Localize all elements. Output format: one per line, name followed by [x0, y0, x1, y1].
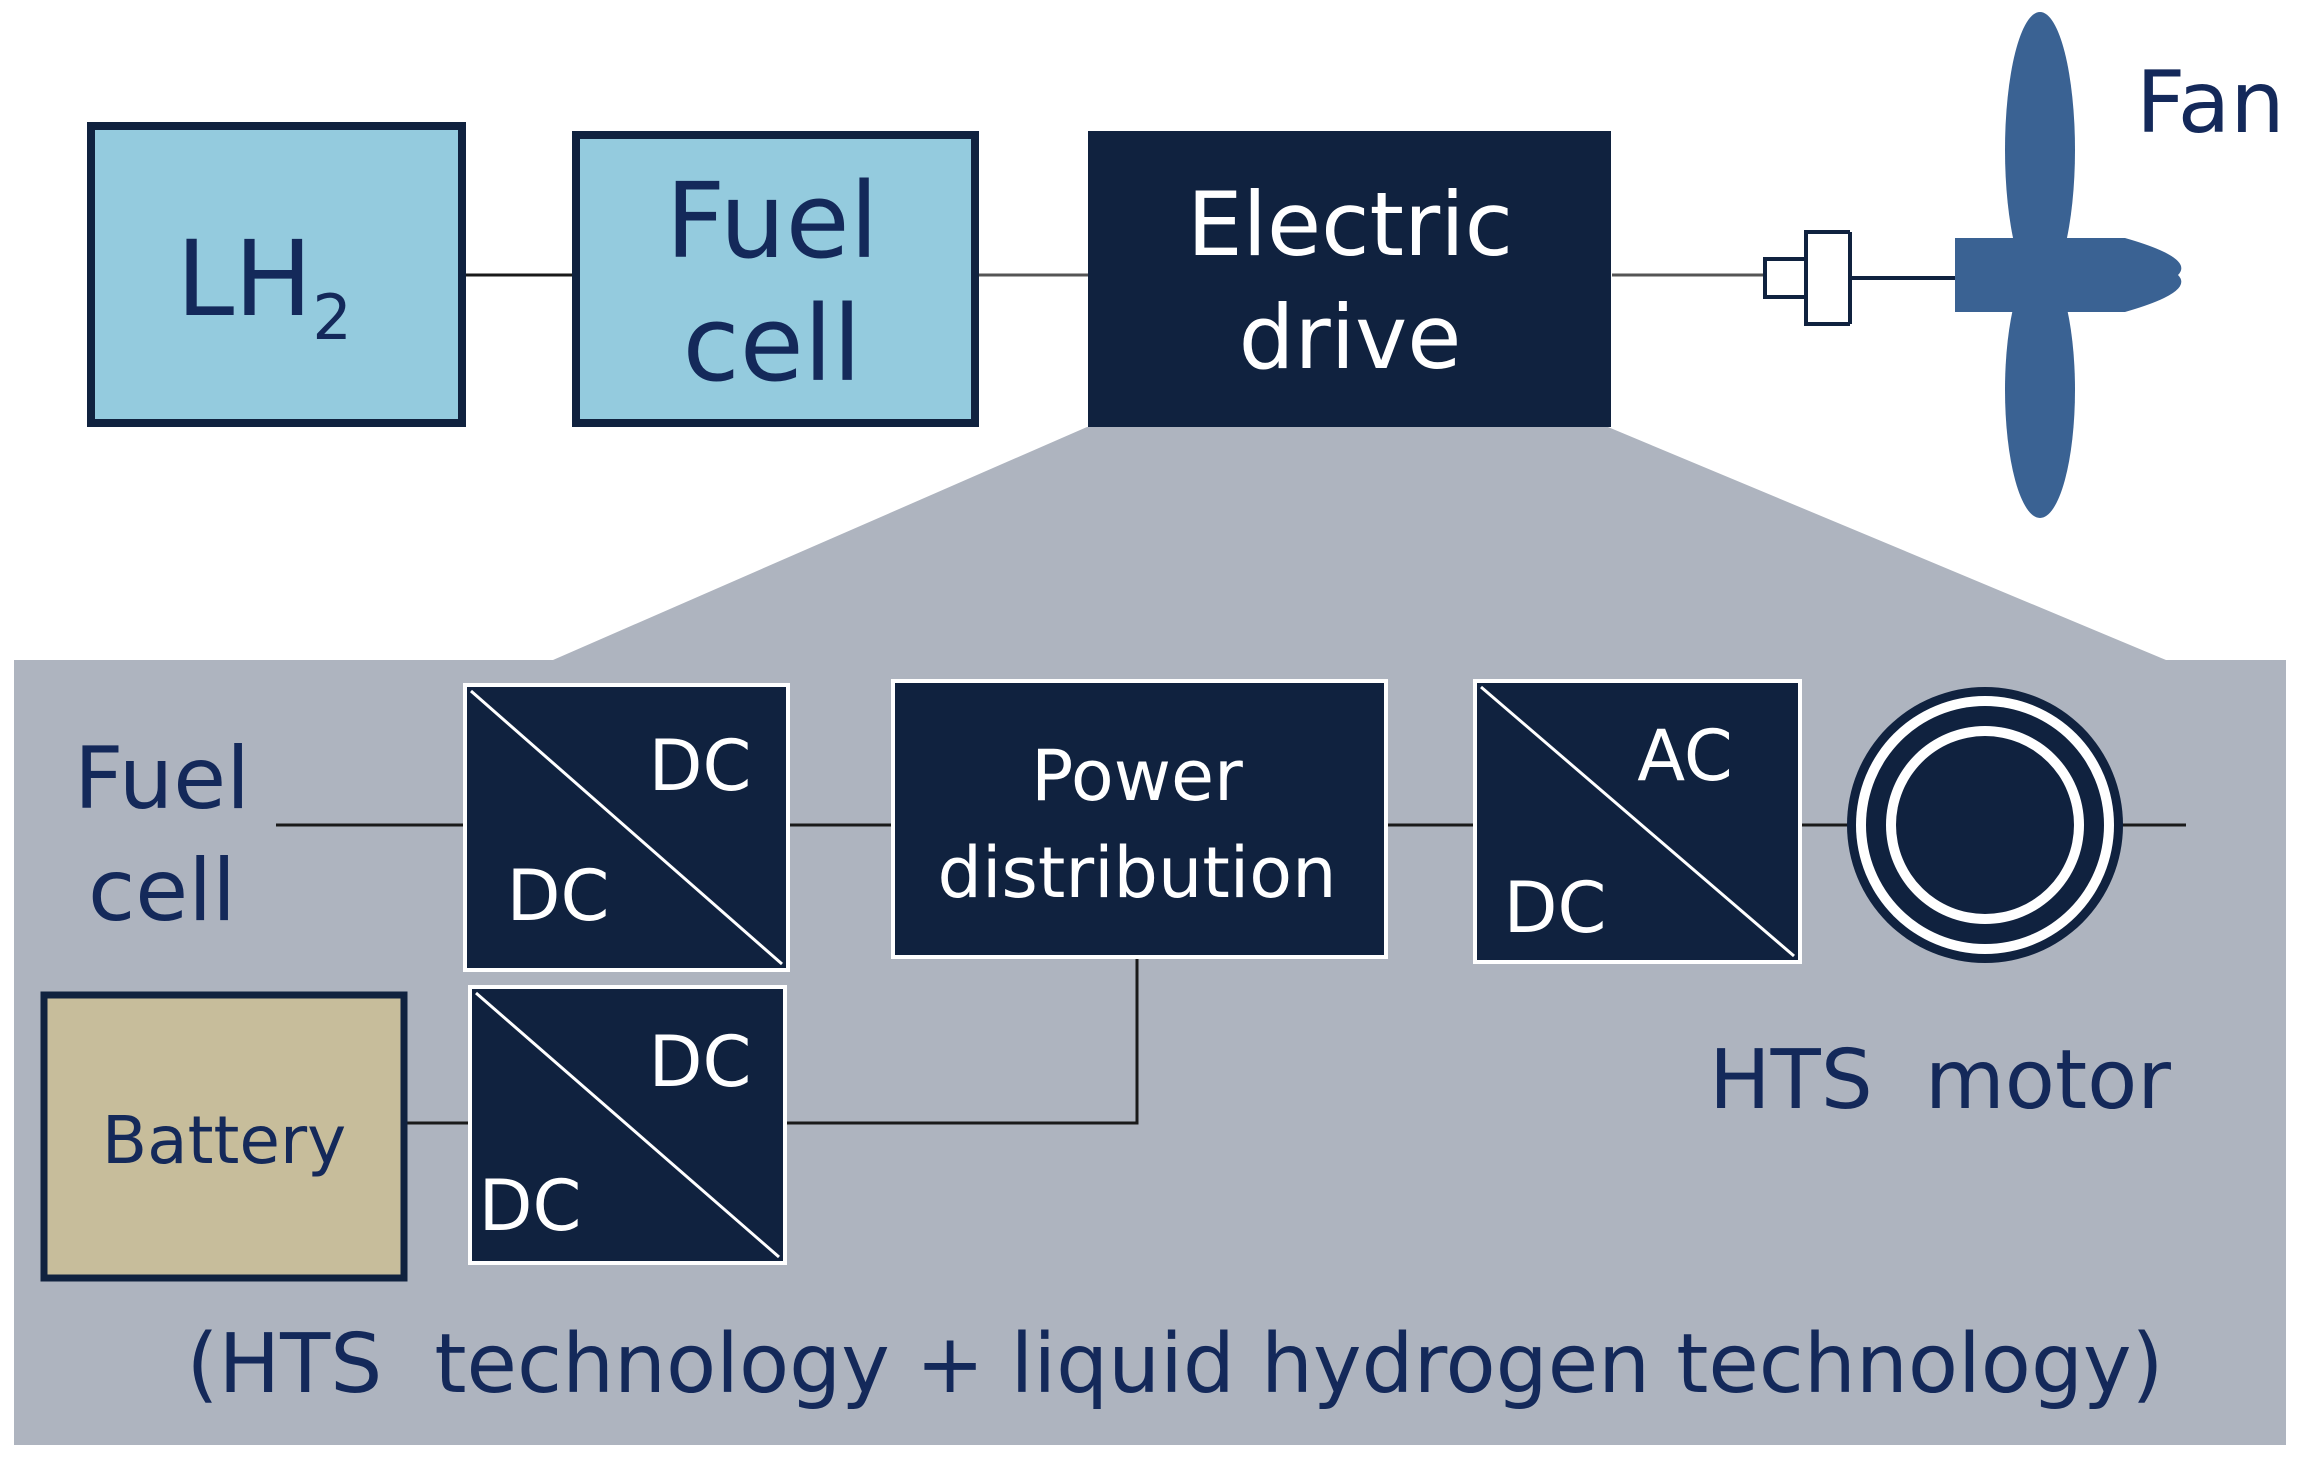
battery-box	[40, 991, 408, 1282]
fuel-cell-box	[572, 131, 979, 427]
dcac-bottom-label: DC	[1504, 867, 1607, 949]
battery-label: Battery	[102, 1102, 346, 1179]
lh2-subscript: 2	[312, 281, 351, 354]
fan-label: Fan	[2136, 53, 2285, 153]
dcac-inverter: AC DC	[1473, 679, 1802, 964]
electric-drive-line2: drive	[1239, 286, 1462, 389]
dcac-top-label: AC	[1637, 715, 1733, 797]
lh2-label: LH2	[176, 218, 352, 354]
lh2-main: LH	[176, 218, 312, 340]
electric-drive-box	[1088, 131, 1611, 427]
technology-caption: (HTS technology + liquid hydrogen techno…	[186, 1317, 2163, 1412]
gearbox-icon	[1763, 230, 1958, 326]
wire-dcdc-battery-powerdist	[785, 957, 1139, 1125]
dcdc-converter-fuelcell: DC DC	[463, 683, 790, 972]
power-distribution-line2: distribution	[938, 832, 1337, 914]
power-distribution-box	[891, 679, 1388, 959]
fuel-cell-line2: cell	[683, 283, 862, 405]
dcdc-fuel-bottom-label: DC	[507, 855, 610, 937]
fan-icon	[1955, 12, 2182, 518]
fuel-cell-line1: Fuel	[666, 160, 879, 282]
hts-motor-icon	[1847, 687, 2123, 963]
hts-motor-label: HTS motor	[1709, 1033, 2171, 1128]
dcdc-fuel-top-label: DC	[649, 725, 752, 807]
lh2-box	[87, 122, 466, 427]
dcdc-battery-bottom-label: DC	[479, 1165, 582, 1247]
dcdc-battery-top-label: DC	[649, 1021, 752, 1103]
electric-drive-line1: Electric	[1187, 173, 1513, 276]
detail-fuel-cell-line2: cell	[88, 841, 236, 941]
dcdc-converter-battery: DC DC	[468, 985, 787, 1265]
power-distribution-line1: Power	[1031, 735, 1243, 817]
detail-fuel-cell-line1: Fuel	[74, 729, 250, 829]
